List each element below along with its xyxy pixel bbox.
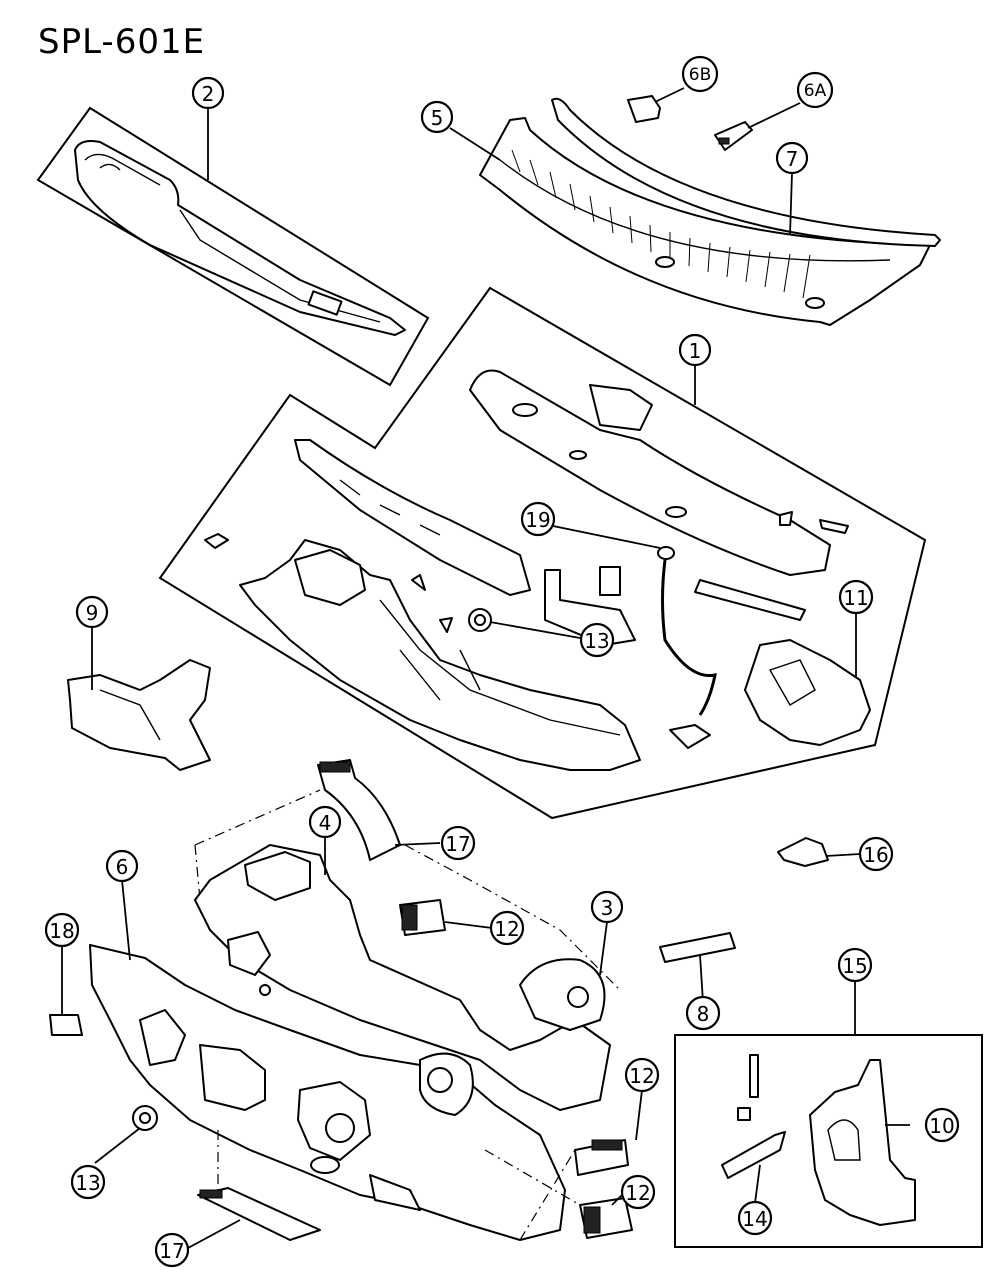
callout-12a: 12 <box>489 910 525 946</box>
svg-text:12: 12 <box>625 1181 650 1205</box>
callout-15: 15 <box>837 947 873 983</box>
callout-12c: 12 <box>620 1174 656 1210</box>
part-2-cowl-panel <box>74 140 406 336</box>
part-1-group <box>158 286 927 820</box>
svg-text:6B: 6B <box>689 65 711 85</box>
svg-text:18: 18 <box>49 919 74 943</box>
svg-text:12: 12 <box>629 1064 654 1088</box>
svg-text:13: 13 <box>75 1171 100 1195</box>
svg-text:17: 17 <box>159 1239 184 1263</box>
callout-6b: 6B <box>681 55 719 93</box>
svg-text:15: 15 <box>842 954 867 978</box>
svg-text:14: 14 <box>742 1207 767 1231</box>
callout-4: 4 <box>308 805 342 839</box>
part-14-bracket <box>721 1131 786 1179</box>
part-6a-clip <box>714 121 753 151</box>
callout-1: 1 <box>678 333 712 367</box>
part-2-group <box>36 106 430 387</box>
svg-text:11: 11 <box>843 586 868 610</box>
part-11-bracket <box>744 639 871 746</box>
svg-text:2: 2 <box>202 82 215 106</box>
callout-10: 8 <box>685 995 721 1031</box>
part-6-cowl-grille <box>479 117 931 326</box>
svg-text:7: 7 <box>786 147 799 171</box>
svg-text:6: 6 <box>116 855 129 879</box>
callout-14: 14 <box>737 1200 773 1236</box>
svg-text:9: 9 <box>86 601 99 625</box>
part-1-box <box>158 286 927 820</box>
part-15-group <box>674 980 983 1248</box>
svg-text:13: 13 <box>584 629 609 653</box>
callout-17b: 17 <box>154 1232 190 1268</box>
callout-8: 10 <box>924 1107 960 1143</box>
leader-lines <box>61 87 910 1249</box>
callout-7: 7 <box>775 141 809 175</box>
part-12-pads <box>399 899 633 1239</box>
callout-11: 11 <box>838 579 874 615</box>
callout-13b: 13 <box>70 1164 106 1200</box>
callout-3: 3 <box>590 890 624 924</box>
callout-19: 19 <box>520 501 556 537</box>
callout-13a: 13 <box>579 622 615 658</box>
part-6b-clip <box>627 95 661 123</box>
callout-2: 2 <box>191 76 225 110</box>
diagram-title: SPL-601E <box>38 22 206 62</box>
callout-12b: 12 <box>624 1057 660 1093</box>
svg-text:19: 19 <box>525 508 550 532</box>
svg-text:8: 8 <box>697 1002 710 1026</box>
part-9-bracket <box>67 659 211 771</box>
part-15-box <box>674 1034 983 1248</box>
callout-9: 9 <box>75 595 109 629</box>
svg-text:10: 10 <box>929 1114 954 1138</box>
part-19-hose <box>661 559 717 716</box>
part-8-pillar-insulator <box>809 1059 916 1226</box>
callout-6a: 6A <box>796 71 834 109</box>
part-16-pad <box>777 837 829 867</box>
svg-text:1: 1 <box>689 339 702 363</box>
svg-text:17: 17 <box>445 832 470 856</box>
callout-6: 5 <box>420 100 454 134</box>
part-10-strip <box>659 932 736 963</box>
callout-16: 16 <box>858 836 894 872</box>
part-2-box <box>36 106 430 387</box>
callout-5: 6 <box>105 849 139 883</box>
callouts: 2 5 6B 6A 7 1 19 9 11 13 17 16 4 6 18 12… <box>44 55 960 1268</box>
callout-17a: 17 <box>440 825 476 861</box>
svg-text:16: 16 <box>863 843 888 867</box>
part-7-weatherstrip <box>551 97 941 247</box>
svg-text:6A: 6A <box>804 81 827 101</box>
svg-text:3: 3 <box>601 896 614 920</box>
callout-18: 18 <box>44 912 80 948</box>
svg-text:4: 4 <box>319 811 332 835</box>
svg-text:5: 5 <box>431 106 444 130</box>
grille-hatch <box>511 149 811 299</box>
svg-text:12: 12 <box>494 917 519 941</box>
lower-insulator-group <box>49 759 633 1241</box>
